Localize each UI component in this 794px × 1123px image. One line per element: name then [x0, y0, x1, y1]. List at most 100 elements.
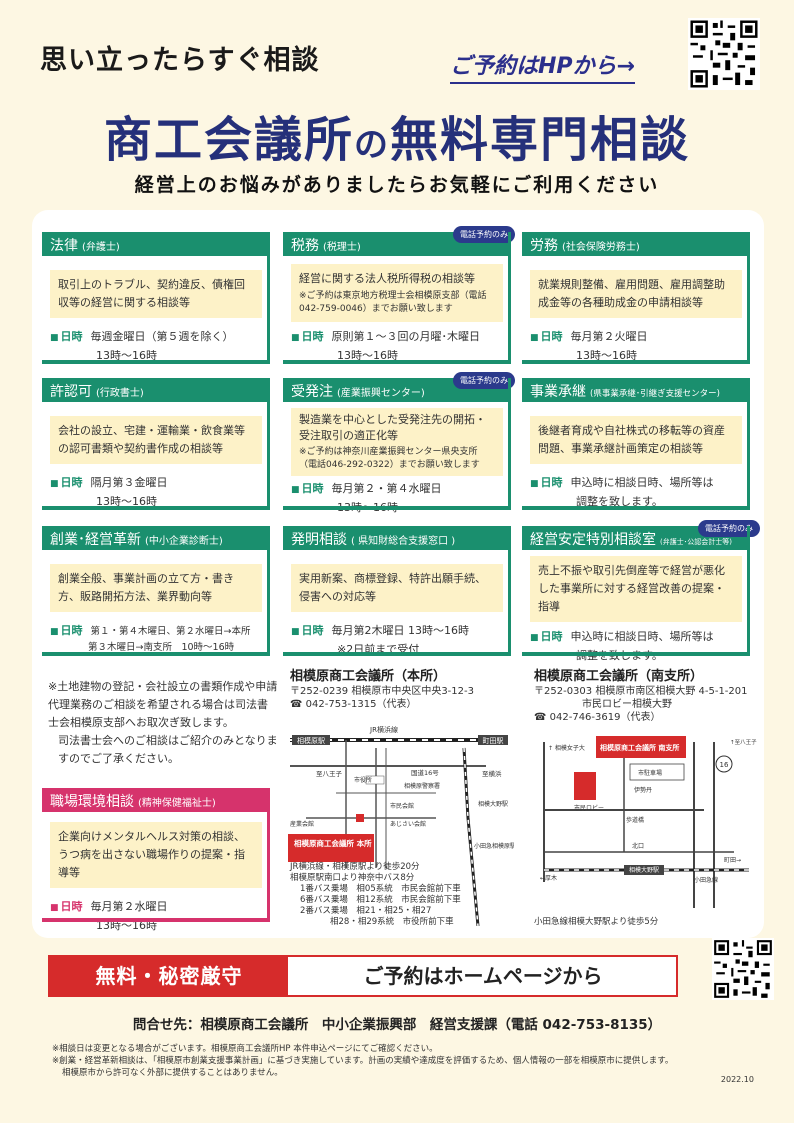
- map-label: 至横浜: [482, 769, 502, 778]
- office-address: 〒252-0239 相模原市中央区中央3-12-3: [290, 686, 474, 697]
- qr-code-icon[interactable]: [712, 938, 774, 1000]
- card-edge: [747, 526, 750, 656]
- footnotes: ※相談日は変更となる場合がございます。相模原商工会議所HP 本件申込ページにてご…: [52, 1043, 752, 1079]
- map-label: ←厚木: [540, 874, 557, 882]
- map-label: 小田急線: [694, 876, 718, 884]
- footnote-line: ※相談日は変更となる場合がございます。相模原商工会議所HP 本件申込ページにてご…: [52, 1044, 438, 1054]
- card-startup: 創業･経営革新(中小企業診断士) 創業全般、事業計画の立て方・書き方、販路開拓方…: [42, 526, 270, 656]
- map-label: 相模原駅: [297, 736, 325, 745]
- access-main: JR横浜線・相模原駅より徒歩20分 相模原駅南口より神奈中バス8分 1番バス乗場…: [290, 862, 461, 928]
- map-svg: 相模大野駅 小田急線 ←厚木 町田→ ↑ 相模女子大 相模原商工会議所 南支所 …: [534, 722, 758, 908]
- card-underline: [283, 652, 511, 656]
- card-description: 創業全般、事業計画の立て方・書き方、販路開拓方法、業界動向等: [50, 564, 262, 612]
- card-edge: [747, 378, 750, 510]
- map-label: 16: [720, 761, 729, 769]
- map-label: 小田急相模原駅: [474, 842, 514, 850]
- map-label: 歩道橋: [626, 816, 644, 824]
- map-label: 相模大野駅: [629, 866, 659, 874]
- map-label: 相模原商工会議所 本所: [294, 838, 372, 848]
- map-label: 相模原警察署: [404, 782, 440, 790]
- card-edge: [508, 378, 511, 510]
- issue-date: 2022.10: [720, 1075, 754, 1084]
- contact-info: 問合せ先：相模原商工会議所 中小企業振興部 経営支援課（電話 042-753-8…: [132, 1017, 662, 1033]
- card-description: 経営に関する法人税所得税の相談等※ご予約は東京地方税理士会相模原支部（電話042…: [291, 264, 503, 322]
- map-svg: 相模原駅 町田駅 JR横浜線 至八王子 至横浜 国道16号 市役所 相模原警察署…: [286, 718, 516, 927]
- card-edge: [267, 232, 270, 364]
- qr-code-icon[interactable]: [688, 18, 760, 90]
- office-name: 相模原商工会議所（本所）: [290, 669, 447, 684]
- access-line: 相28・相29系統 市役所前下車: [330, 917, 454, 927]
- card-underline: [522, 506, 750, 510]
- access-line: JR横浜線・相模原駅より徒歩20分: [290, 862, 420, 872]
- card-description: 実用新案、商標登録、特許出願手続、侵害への対応等: [291, 564, 503, 612]
- map-label: 産業会館: [290, 820, 314, 828]
- card-edge: [267, 526, 270, 656]
- reservation-banner[interactable]: 無料・秘密厳守 ご予約はホームページから: [48, 955, 678, 997]
- card-orders: 受発注(産業振興センター) 電話予約のみ 製造業を中心とした受発注先の開拓・受注…: [283, 372, 515, 514]
- office-address2: 市民ロビー相模大野: [582, 699, 672, 710]
- map-label: 市民会館: [390, 802, 414, 810]
- card-edge: [747, 232, 750, 364]
- map-label: 国道16号: [411, 768, 439, 777]
- card-underline: [283, 360, 511, 364]
- card-header: 発明相談( 県知財総合支援窓口 ): [283, 526, 511, 550]
- card-underline: [42, 360, 270, 364]
- map-label: ↑至八王子: [730, 739, 757, 746]
- card-workplace: 職場環境相談(精神保健福祉士) 企業向けメンタルヘルス対策の相談、うつ病を出さな…: [42, 788, 270, 932]
- office-tel: ☎ 042-753-1315（代表）: [290, 699, 417, 710]
- card-header: 創業･経営革新(中小企業診断士): [42, 526, 270, 550]
- card-edge: [508, 232, 511, 364]
- subtitle: 経営上のお悩みがありましたらお気軽にご利用ください: [134, 174, 660, 196]
- card-underline: [283, 506, 511, 510]
- card-underline: [42, 506, 270, 510]
- access-line: 1番バス乗場 相05系統 市民会館前下車: [300, 884, 461, 894]
- map-label: 町田駅: [483, 737, 504, 745]
- map-label: JR横浜線: [369, 725, 398, 734]
- card-succession: 事業承継(県事業承継･引継ぎ支援センター) 後継者育成や自社株式の移転等の資産問…: [522, 378, 750, 510]
- footnote-line: ※創業・経営革新相談は、「相模原市創業支援事業計画」に基づき実施しています。計画…: [52, 1056, 674, 1066]
- card-header: 事業承継(県事業承継･引継ぎ支援センター): [522, 378, 750, 402]
- map-label: あじさい会館: [390, 820, 426, 828]
- free-confidential-label: 無料・秘密厳守: [50, 957, 288, 995]
- footnote-line: 相模原市から許可なく外部に提供することはありません。: [62, 1068, 283, 1078]
- office-south-info: 相模原商工会議所（南支所） 〒252-0303 相模原市南区相模大野 4-5-1…: [534, 670, 748, 724]
- access-south: 小田急線相模大野駅より徒歩5分: [534, 917, 659, 927]
- card-tax: 税務(税理士) 電話予約のみ 経営に関する法人税所得税の相談等※ご予約は東京地方…: [283, 226, 515, 364]
- phone-only-badge: 電話予約のみ: [453, 226, 515, 243]
- card-header: 職場環境相談(精神保健福祉士): [42, 788, 270, 812]
- hp-link[interactable]: ご予約はHPから→: [450, 48, 635, 84]
- map-label: 町田→: [724, 857, 741, 864]
- phone-only-badge: 電話予約のみ: [698, 520, 760, 537]
- card-underline: [42, 918, 270, 922]
- access-line: 2番バス乗場 相21・相25・相27: [300, 906, 432, 916]
- card-description: 後継者育成や自社株式の移転等の資産問題、事業承継計画策定の相談等: [530, 416, 742, 464]
- office-marker: [574, 772, 596, 800]
- card-header: 法律(弁護士): [42, 232, 270, 256]
- map-label: 北口: [632, 842, 644, 850]
- map-south-office: 相模大野駅 小田急線 ←厚木 町田→ ↑ 相模女子大 相模原商工会議所 南支所 …: [534, 722, 758, 908]
- card-description: 売上不振や取引先倒産等で経営が悪化した事業所に対する経営改善の提案・指導: [530, 556, 742, 622]
- map-label: ↑ 相模女子大: [548, 744, 585, 752]
- office-name: 相模原商工会議所（南支所）: [534, 669, 704, 684]
- card-description: 企業向けメンタルヘルス対策の相談、うつ病を出さない職場作りの提案・指導等: [50, 822, 262, 888]
- map-label: 相模原商工会議所 南支所: [600, 743, 679, 752]
- tagline: 思い立ったらすぐ相談: [40, 45, 320, 76]
- map-label: 市役所: [354, 776, 372, 784]
- card-underline: [42, 652, 270, 656]
- card-underline: [522, 652, 750, 656]
- map-label: 至八王子: [316, 770, 343, 778]
- reservation-text: ご予約はホームページから: [363, 964, 603, 988]
- card-invention: 発明相談( 県知財総合支援窓口 ) 実用新案、商標登録、特許出願手続、侵害への対…: [283, 526, 511, 656]
- card-description: 取引上のトラブル、契約違反、債権回収等の経営に関する相談等: [50, 270, 262, 318]
- card-description: 就業規則整備、雇用問題、雇用調整助成金等の各種助成金の申請相談等: [530, 270, 742, 318]
- office-map-label: [596, 736, 686, 758]
- card-labor: 労務(社会保険労務士) 就業規則整備、雇用問題、雇用調整助成金等の各種助成金の申…: [522, 232, 750, 364]
- station-sagamihara: [292, 735, 330, 745]
- card-header: 許認可(行政書士): [42, 378, 270, 402]
- map-label: 市民ロビー: [574, 804, 604, 812]
